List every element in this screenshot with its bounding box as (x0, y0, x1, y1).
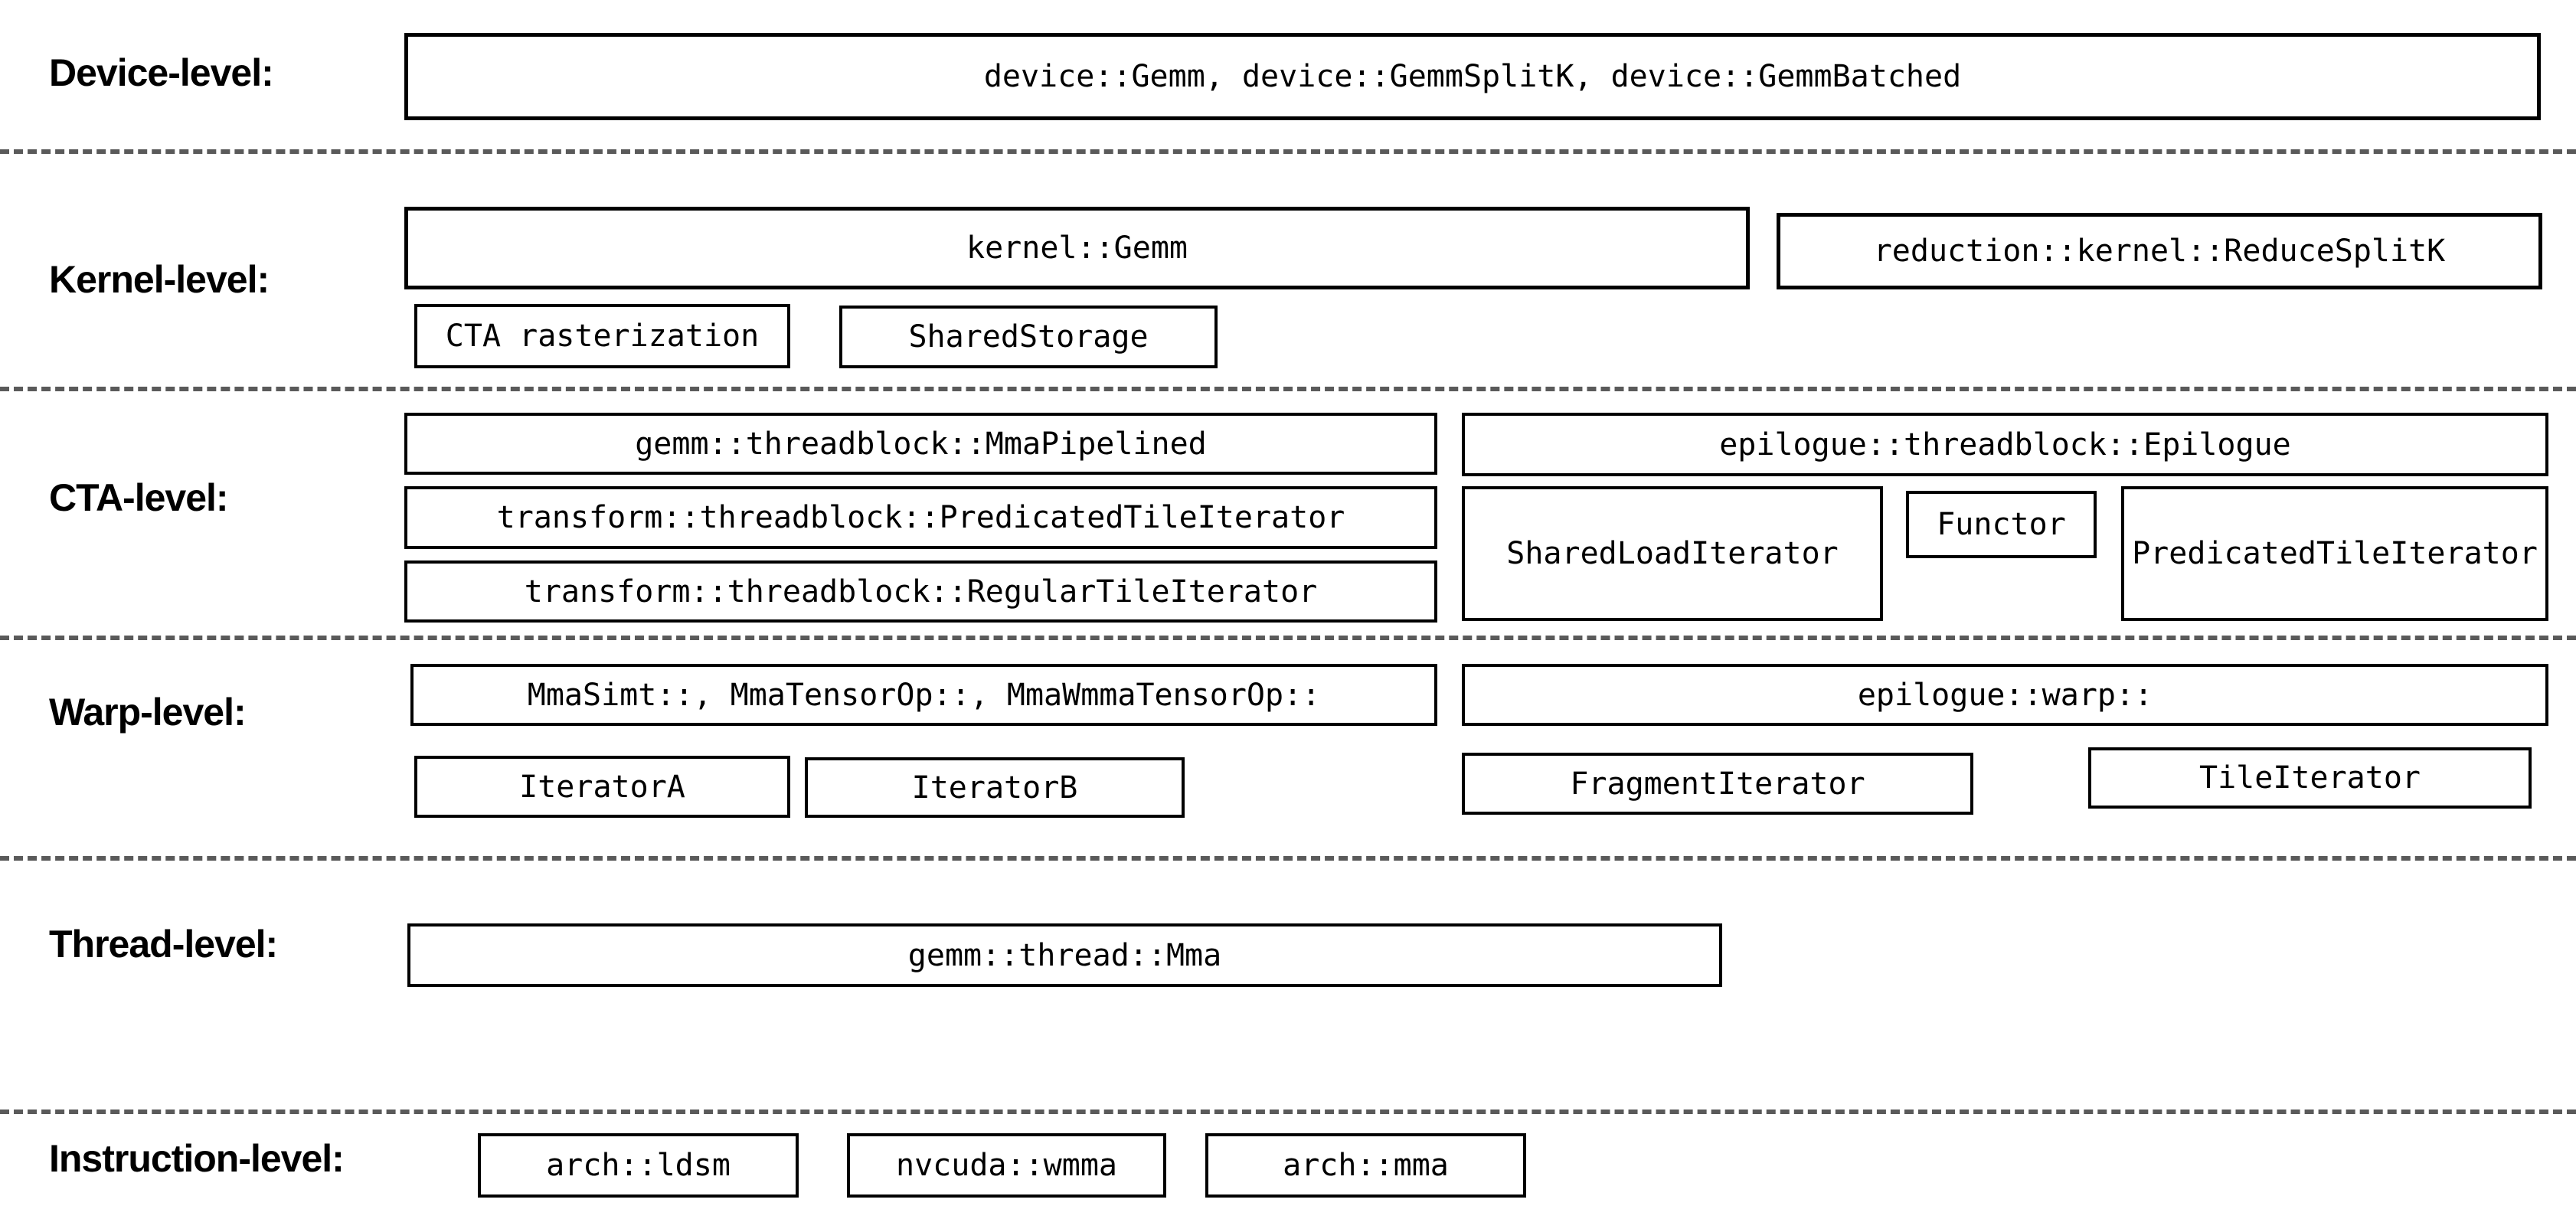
box-predicated-tile-iterator-epilogue: PredicatedTileIterator (2121, 486, 2548, 621)
box-shared-load-iterator: SharedLoadIterator (1462, 486, 1883, 621)
divider-kernel-cta (0, 387, 2576, 391)
level-label-thread: Thread-level: (49, 923, 278, 966)
box-arch-mma: arch::mma (1205, 1133, 1526, 1198)
box-cta-rasterization: CTA rasterization (414, 304, 790, 368)
level-label-device: Device-level: (49, 51, 274, 94)
divider-device-kernel (0, 149, 2576, 154)
box-mma-warp: MmaSimt::, MmaTensorOp::, MmaWmmaTensorO… (410, 664, 1437, 726)
box-fragment-iterator: FragmentIterator (1462, 753, 1973, 815)
box-shared-storage: SharedStorage (839, 306, 1218, 368)
box-functor: Functor (1906, 491, 2097, 558)
box-kernel-gemm: kernel::Gemm (404, 207, 1750, 289)
divider-thread-instruction (0, 1110, 2576, 1114)
box-arch-ldsm: arch::ldsm (478, 1133, 799, 1198)
box-device-gemm: device::Gemm, device::GemmSplitK, device… (404, 33, 2541, 120)
box-predicated-tile-iterator-transform: transform::threadblock::PredicatedTileIt… (404, 486, 1437, 549)
box-iterator-a: IteratorA (414, 756, 790, 818)
box-epilogue-threadblock: epilogue::threadblock::Epilogue (1462, 413, 2548, 476)
box-mma-pipelined: gemm::threadblock::MmaPipelined (404, 413, 1437, 475)
box-regular-tile-iterator: transform::threadblock::RegularTileItera… (404, 560, 1437, 623)
level-label-warp: Warp-level: (49, 691, 247, 734)
box-epilogue-warp: epilogue::warp:: (1462, 664, 2548, 726)
level-label-cta: CTA-level: (49, 476, 229, 519)
divider-cta-warp (0, 636, 2576, 640)
box-gemm-thread-mma: gemm::thread::Mma (407, 923, 1722, 987)
divider-warp-thread (0, 856, 2576, 861)
box-iterator-b: IteratorB (805, 757, 1185, 818)
box-nvcuda-wmma: nvcuda::wmma (847, 1133, 1166, 1198)
box-tile-iterator: TileIterator (2088, 747, 2532, 809)
level-label-kernel: Kernel-level: (49, 258, 270, 301)
box-reduce-splitk: reduction::kernel::ReduceSplitK (1777, 213, 2542, 289)
level-label-instruction: Instruction-level: (49, 1137, 345, 1180)
